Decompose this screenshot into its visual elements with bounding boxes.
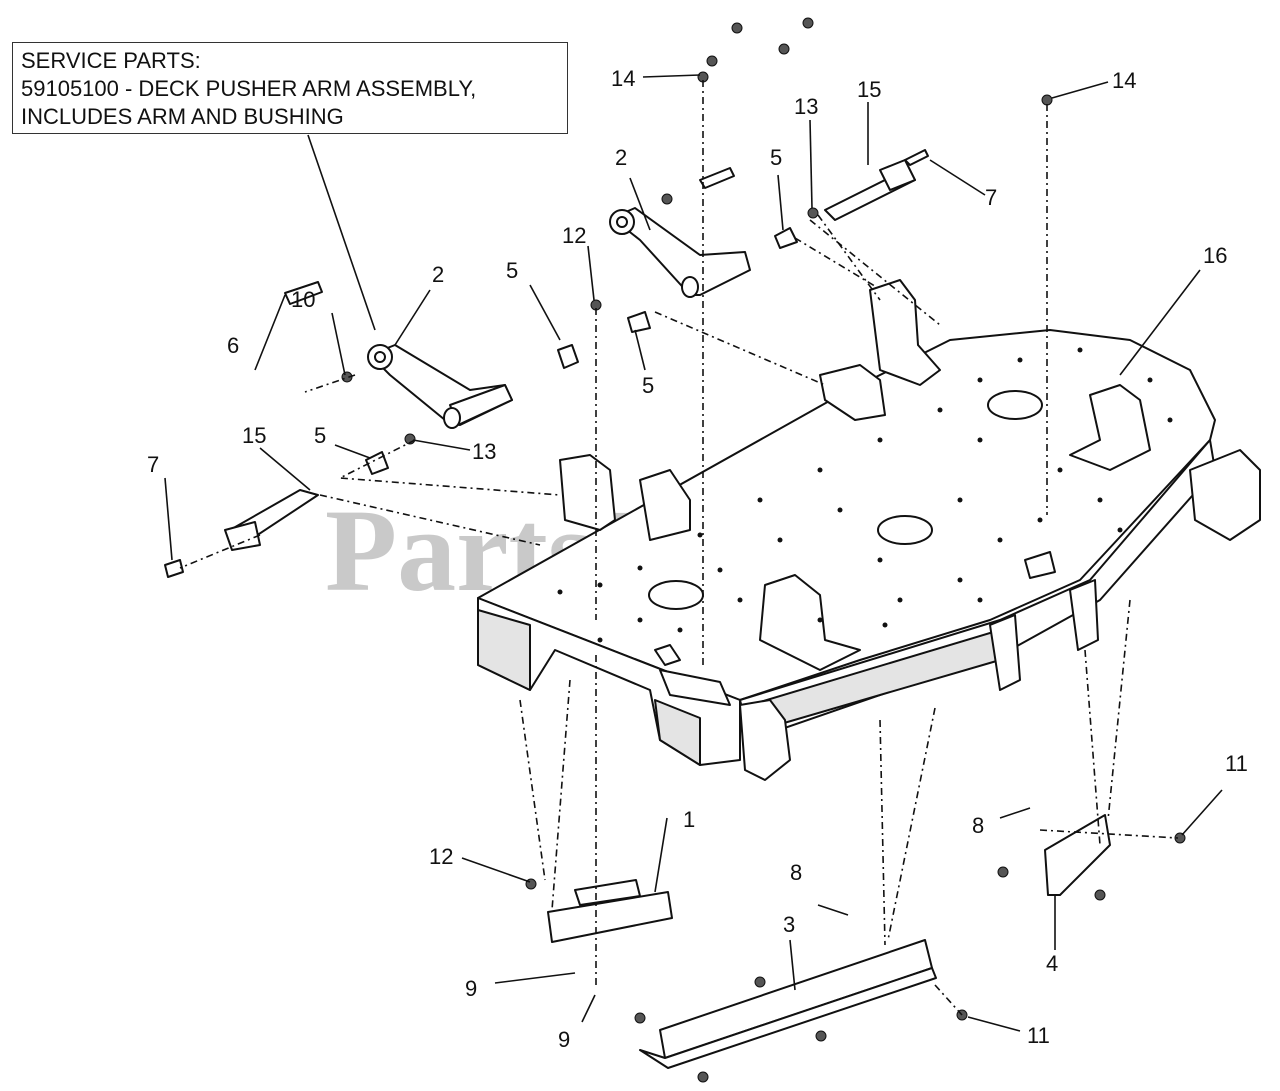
leader-lines	[164, 74, 1223, 1032]
mower-deck	[477, 279, 1261, 781]
pusher-arm-left	[367, 344, 513, 429]
callout-5-c: 5	[314, 423, 326, 448]
callout-15-right: 15	[857, 77, 881, 102]
callout-12-bottom: 12	[429, 844, 453, 869]
service-parts-line-2: 59105100 - DECK PUSHER ARM ASSEMBLY,	[21, 76, 477, 101]
callout-5-a: 5	[506, 258, 518, 283]
callout-15-left: 15	[242, 423, 266, 448]
baffle-4	[1044, 814, 1111, 896]
alignment-lines	[179, 80, 1179, 1016]
callout-1: 1	[683, 807, 695, 832]
callout-6: 6	[227, 333, 239, 358]
callout-3: 3	[783, 912, 795, 937]
callout-8-right: 8	[972, 813, 984, 838]
callout-8-center: 8	[790, 860, 802, 885]
callout-14-right: 14	[1112, 68, 1136, 93]
callout-2-left: 2	[432, 262, 444, 287]
callout-16: 16	[1203, 243, 1227, 268]
baffle-1	[547, 879, 673, 943]
callout-13-right: 13	[794, 94, 818, 119]
service-parts-line-3: INCLUDES ARM AND BUSHING	[21, 104, 344, 129]
callout-9-b: 9	[558, 1027, 570, 1052]
callout-9-a: 9	[465, 976, 477, 1001]
service-parts-heading: SERVICE PARTS:	[21, 48, 201, 73]
hardware	[164, 149, 929, 578]
callout-10: 10	[291, 287, 315, 312]
callout-11-bottom: 11	[1027, 1023, 1050, 1048]
callout-4: 4	[1046, 951, 1058, 976]
callout-13-left: 13	[472, 439, 496, 464]
baffle-3	[639, 939, 937, 1069]
service-parts-box: SERVICE PARTS: 59105100 - DECK PUSHER AR…	[12, 42, 568, 134]
callout-7-right: 7	[985, 185, 997, 210]
callout-2-right: 2	[615, 145, 627, 170]
callout-12-top: 12	[562, 223, 586, 248]
callout-11-right: 11	[1225, 751, 1248, 776]
pusher-arm-right	[609, 207, 751, 298]
callouts: 1 2 2 3 4 5 5 5 5 6 7 7 8 8 9 9 10 11 11…	[147, 66, 1248, 1052]
callout-7-left: 7	[147, 452, 159, 477]
callout-14-left: 14	[611, 66, 635, 91]
callout-5-b: 5	[642, 373, 654, 398]
nut-group	[341, 17, 1186, 1083]
callout-5-d: 5	[770, 145, 782, 170]
